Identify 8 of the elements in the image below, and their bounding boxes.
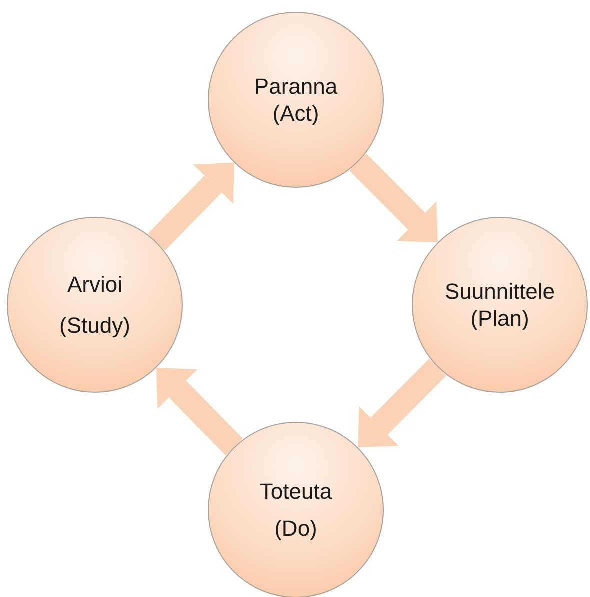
- step-name: Toteuta: [260, 478, 332, 505]
- step-subtitle: (Plan): [470, 305, 530, 332]
- step-subtitle: (Study): [60, 312, 130, 340]
- step-subtitle: (Act): [272, 100, 320, 128]
- step-name: Suunnittele: [444, 278, 556, 305]
- step-name: Paranna: [254, 72, 338, 100]
- step-subtitle: (Do): [274, 515, 318, 542]
- step-name: Arvioi: [67, 270, 122, 298]
